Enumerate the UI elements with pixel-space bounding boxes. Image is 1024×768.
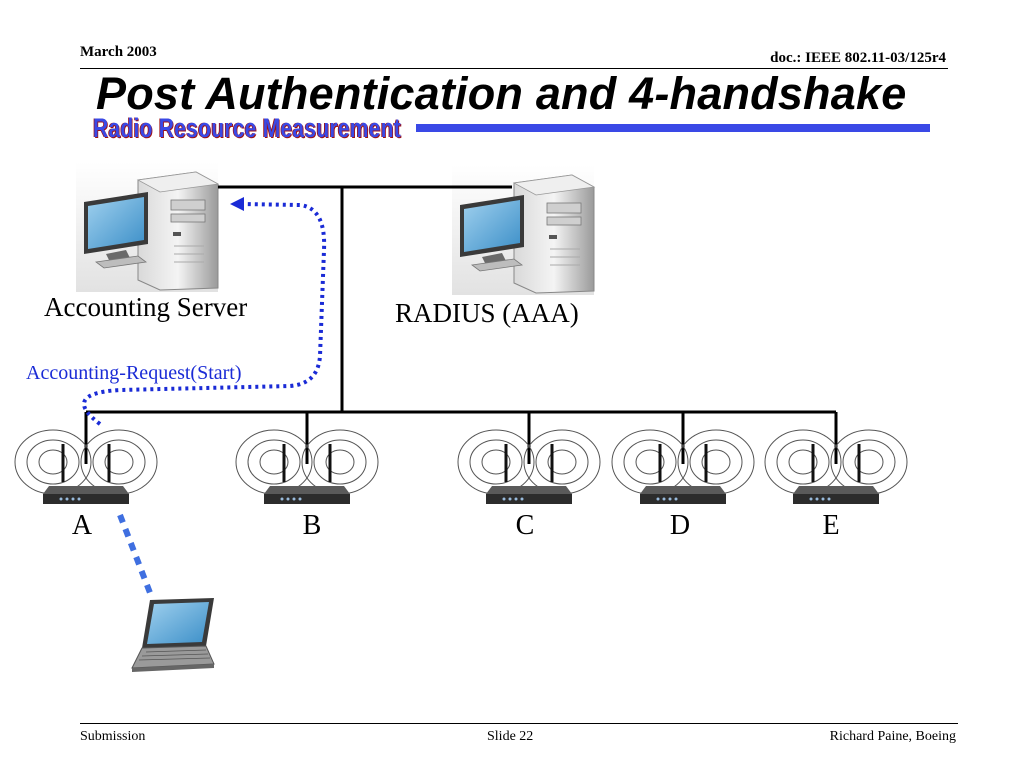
wireless-link	[117, 513, 155, 600]
accounting-request-arrowhead	[230, 197, 244, 211]
footer-divider	[80, 723, 958, 724]
access-point-label-a: A	[71, 510, 93, 541]
access-point-label-b: B	[302, 510, 322, 541]
footer-slide-number: Slide 22	[487, 729, 534, 744]
accounting-request-label: Accounting-Request(Start)	[26, 362, 242, 384]
slide-subtitle: Radio Resource Measurement	[93, 113, 402, 143]
accounting-server-icon	[75, 161, 219, 293]
accounting-server-label: Accounting Server	[44, 292, 248, 322]
footer-author: Richard Paine, Boeing	[829, 729, 956, 744]
accounting-request-path	[81, 202, 327, 426]
access-point-label-d: D	[669, 510, 691, 541]
access-point-label-c: C	[515, 510, 535, 541]
slide-title: Post Authentication and 4-handshake	[96, 68, 907, 119]
laptop-icon	[131, 598, 215, 672]
header-date: March 2003	[80, 44, 157, 60]
header-divider	[80, 68, 948, 69]
wired-backbone	[84, 185, 838, 464]
header-doc-id: doc.: IEEE 802.11-03/125r4	[770, 50, 946, 66]
radius-server-icon	[451, 164, 595, 296]
footer-submission: Submission	[80, 729, 146, 744]
radius-server-label: RADIUS (AAA)	[395, 298, 579, 328]
title-accent-bar	[416, 124, 930, 132]
access-point-label-e: E	[822, 510, 840, 541]
